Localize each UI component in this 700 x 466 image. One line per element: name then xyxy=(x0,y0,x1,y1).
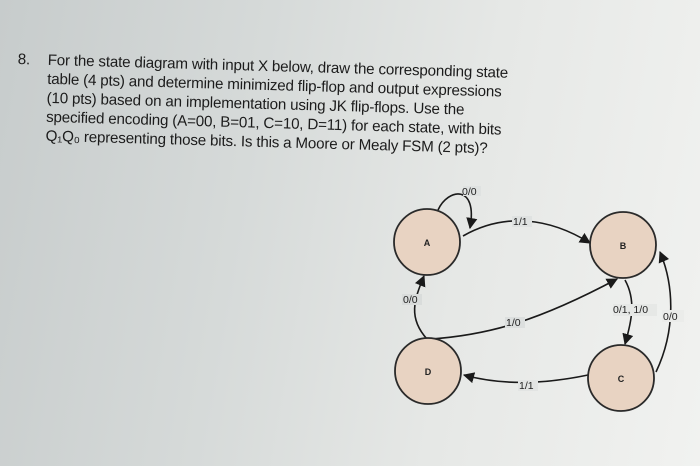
state-b: B xyxy=(589,211,657,279)
edge-a-a xyxy=(437,193,478,230)
state-d: D xyxy=(394,337,462,405)
edge-label-d-a: 0/0 xyxy=(403,294,418,306)
state-c-label: C xyxy=(618,374,625,384)
edge-label-a-a: 0/0 xyxy=(462,186,477,198)
edge-d-b xyxy=(430,278,618,340)
edge-d-a xyxy=(413,274,428,340)
state-a: A xyxy=(393,208,461,276)
edge-label-b-c: 0/1, 1/0 xyxy=(613,304,648,316)
state-d-label: D xyxy=(425,367,432,377)
edge-label-d-b: 1/0 xyxy=(506,317,521,329)
edge-label-c-d: 1/1 xyxy=(519,380,534,392)
state-a-label: A xyxy=(424,238,431,248)
state-b-label: B xyxy=(620,241,627,251)
edge-c-b xyxy=(655,250,672,373)
edge-label-c-b: 0/0 xyxy=(663,311,678,323)
state-c: C xyxy=(587,344,655,412)
edge-label-a-b: 1/1 xyxy=(513,216,528,228)
